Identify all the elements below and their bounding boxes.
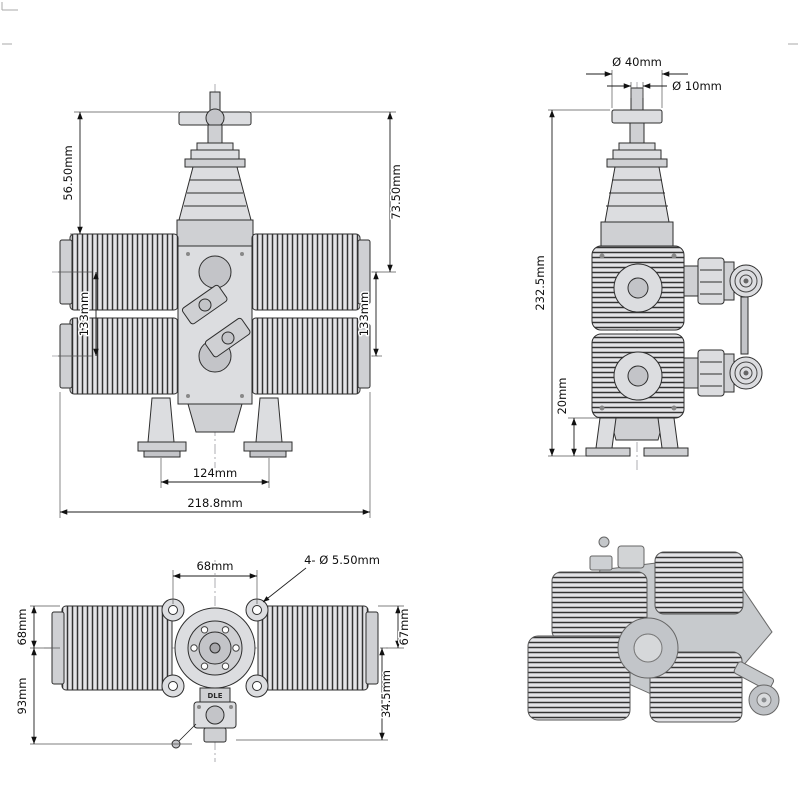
- dim-label-232-5: 232.5mm: [533, 255, 547, 310]
- dim-label-73-50: 73.50mm: [389, 164, 403, 219]
- dim-label-4-dia-5-50: 4- Ø 5.50mm: [304, 553, 380, 567]
- top-view: DLE 68mm 4- Ø 5.50mm 68mm 93mm 67mm: [14, 552, 413, 762]
- dim-front-upper-left: 56.50mm: [60, 111, 179, 235]
- dim-label-56-50: 56.50mm: [61, 145, 75, 200]
- dim-label-20: 20mm: [555, 377, 569, 414]
- dim-front-foot-span: 124mm: [160, 458, 270, 488]
- side-view: Ø 40mm Ø 10mm 232.5mm 20mm: [532, 54, 763, 470]
- dim-label-68-top: 68mm: [196, 559, 233, 573]
- dim-side-hub-dia: Ø 40mm: [586, 54, 688, 108]
- dim-top-hole-span: 68mm: [172, 558, 258, 604]
- frame-marks: [1, 2, 798, 45]
- dim-top-lower-left: 93mm: [14, 648, 192, 745]
- dim-label-133-right: 133mm: [357, 292, 371, 336]
- brand-label: DLE: [207, 692, 222, 700]
- dim-side-shaft-dia: Ø 10mm: [607, 78, 723, 98]
- dim-top-upper-left: 68mm: [14, 605, 60, 649]
- dim-label-dia-40: Ø 40mm: [612, 55, 662, 69]
- dim-label-93: 93mm: [15, 677, 29, 714]
- dim-top-upper-right: 67mm: [378, 605, 413, 649]
- dim-front-upper-right: 73.50mm: [251, 111, 405, 273]
- dim-top-lower-right: 34.5mm: [236, 648, 395, 741]
- dim-front-overall-width: 218.8mm: [59, 392, 371, 518]
- front-view: 56.50mm 133mm 73.50mm 133mm 124mm: [52, 84, 405, 518]
- dim-label-dia-10: Ø 10mm: [672, 79, 722, 93]
- dim-label-68-left: 68mm: [15, 608, 29, 645]
- dim-label-133-left: 133mm: [77, 292, 91, 336]
- dim-front-lower-left: 133mm: [58, 271, 99, 357]
- dim-label-218-8: 218.8mm: [187, 496, 242, 510]
- dim-side-foot: 20mm: [554, 376, 598, 456]
- dim-label-124: 124mm: [193, 466, 237, 480]
- iso-view: [527, 536, 780, 723]
- dim-front-lower-right: 133mm: [356, 272, 382, 357]
- dim-label-34-5: 34.5mm: [379, 670, 393, 718]
- dim-top-holes: 4- Ø 5.50mm: [262, 552, 381, 603]
- dim-label-67: 67mm: [397, 608, 411, 645]
- dim-side-height: 232.5mm: [532, 109, 610, 457]
